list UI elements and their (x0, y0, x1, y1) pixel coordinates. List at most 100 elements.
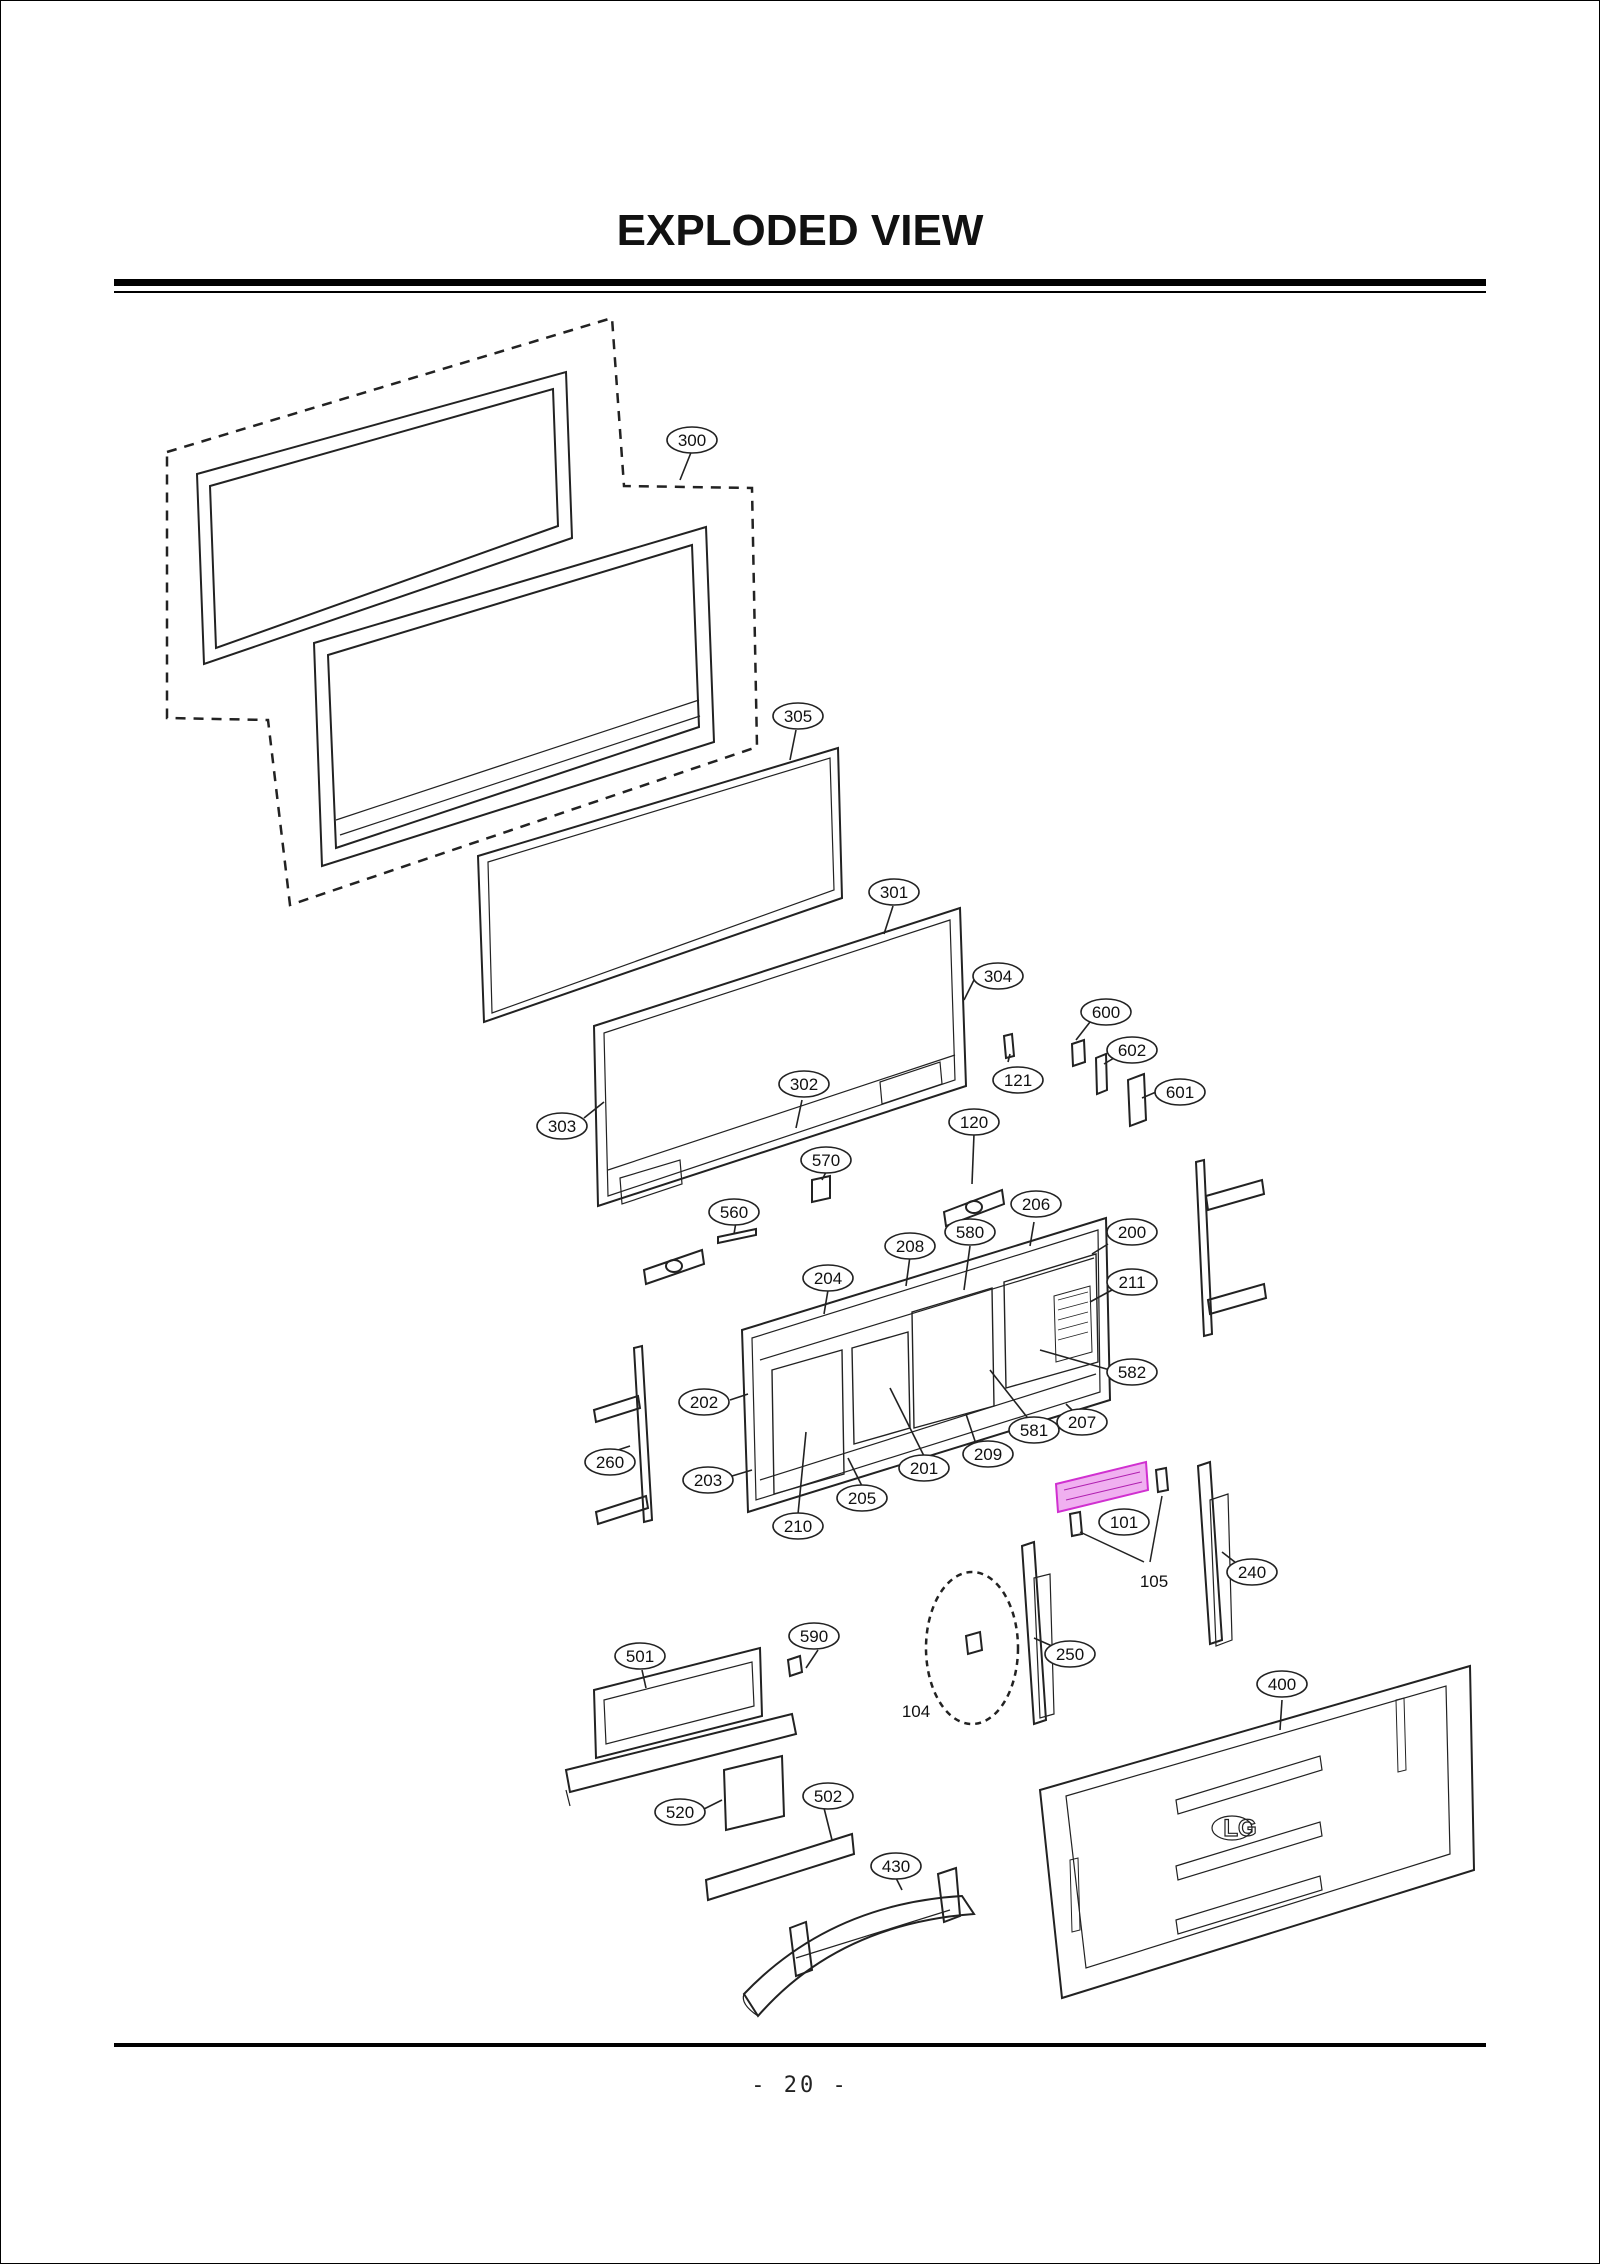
callout-label: 120 (960, 1113, 988, 1132)
part-101-highlight (1054, 1460, 1150, 1514)
callout-oval (898, 1454, 950, 1482)
callout-oval (944, 1218, 996, 1246)
callout-label: 305 (784, 707, 812, 726)
part-105 (1068, 1466, 1170, 1563)
callout-label: 304 (984, 967, 1012, 986)
callout-581: 581 (1008, 1416, 1060, 1444)
callout-oval (772, 1512, 824, 1540)
callout-label: 560 (720, 1203, 748, 1222)
callout-582: 582 (1106, 1358, 1158, 1386)
callout-label: 207 (1068, 1413, 1096, 1432)
callout-121: 121 (992, 1066, 1044, 1094)
callout-label: 121 (1004, 1071, 1032, 1090)
callout-label: 211 (1118, 1273, 1145, 1292)
callout-oval (1106, 1358, 1158, 1386)
callout-oval (1056, 1408, 1108, 1436)
callout-label: 101 (1110, 1513, 1138, 1532)
speaker-120-part (942, 1188, 1006, 1228)
callout-label: 430 (882, 1857, 910, 1876)
callout-oval (708, 1198, 760, 1226)
callout-label: 570 (812, 1151, 840, 1170)
footer-rule (114, 2043, 1486, 2047)
callout-label: 582 (1118, 1363, 1146, 1382)
callout-211: 211 (1106, 1268, 1158, 1296)
callout-oval (802, 1782, 854, 1810)
front-bezel-part (195, 370, 574, 666)
callout-oval (536, 1112, 588, 1140)
callout-430: 430 (870, 1852, 922, 1880)
callout-oval (682, 1466, 734, 1494)
callout-oval (1008, 1416, 1060, 1444)
callout-520: 520 (654, 1798, 706, 1826)
callout-oval (772, 702, 824, 730)
speaker-left-part (642, 1248, 706, 1286)
callout-560: 560 (708, 1198, 760, 1226)
callout-oval (870, 1852, 922, 1880)
bracket-right-upper-part (1194, 1158, 1268, 1338)
callout-oval (884, 1232, 936, 1260)
callout-400: 400 (1256, 1670, 1308, 1698)
callout-oval (972, 962, 1024, 990)
callout-oval (614, 1642, 666, 1670)
stand-501-part (564, 1646, 798, 1807)
callout-204: 204 (802, 1264, 854, 1292)
callout-250: 250 (1044, 1640, 1096, 1668)
bracket-260-part (592, 1344, 654, 1526)
callout-label: 250 (1056, 1645, 1084, 1664)
back-cover-400-part (1038, 1664, 1476, 2000)
front-frame-part (312, 525, 716, 868)
callout-label: 200 (1118, 1223, 1146, 1242)
callout-201: 201 (898, 1454, 950, 1482)
group-104-outline (924, 1570, 1020, 1726)
callout-label: 209 (974, 1445, 1002, 1464)
cable-121-part (1002, 1032, 1016, 1060)
callout-label: 602 (1118, 1041, 1146, 1060)
callout-oval (1080, 998, 1132, 1026)
callout-label: 303 (548, 1117, 576, 1136)
module-570-part (811, 1174, 831, 1204)
callout-207: 207 (1056, 1408, 1108, 1436)
callout-oval (788, 1622, 840, 1650)
callout-label: 590 (800, 1627, 828, 1646)
callout-oval (1226, 1558, 1278, 1586)
callout-label: 502 (814, 1787, 842, 1806)
bracket-601-part (1126, 1072, 1148, 1128)
callout-101: 101 (1098, 1508, 1150, 1536)
callout-oval (868, 878, 920, 906)
page-number: - 20 - (751, 2073, 849, 2098)
callout-502: 502 (802, 1782, 854, 1810)
callout-oval (584, 1448, 636, 1476)
callout-302: 302 (778, 1070, 830, 1098)
callout-label: 600 (1092, 1003, 1120, 1022)
callout-oval (800, 1146, 852, 1174)
bracket-240-part (1196, 1460, 1233, 1647)
display-module-part (592, 906, 968, 1208)
callout-label: 206 (1022, 1195, 1050, 1214)
callout-label: 210 (784, 1517, 812, 1536)
bracket-602-part (1094, 1052, 1109, 1096)
callout-label: 400 (1268, 1675, 1296, 1694)
callout-oval (654, 1798, 706, 1826)
page-title: EXPLODED VIEW (616, 206, 984, 255)
header-rule-thick (114, 279, 1486, 286)
part-104 (964, 1630, 984, 1656)
callout-label: 205 (848, 1489, 876, 1508)
callout-202: 202 (678, 1388, 730, 1416)
callout-oval (1098, 1508, 1150, 1536)
callout-oval (1256, 1670, 1308, 1698)
callout-205: 205 (836, 1484, 888, 1512)
callout-120: 120 (948, 1108, 1000, 1136)
callout-601: 601 (1154, 1078, 1206, 1106)
bracket-250-part (1020, 1540, 1055, 1726)
callout-206: 206 (1010, 1190, 1062, 1218)
callout-label: 501 (626, 1647, 654, 1666)
group-300-outline (165, 316, 759, 907)
callout-oval (962, 1440, 1014, 1468)
callout-208: 208 (884, 1232, 936, 1260)
header-rule-thin (114, 291, 1486, 293)
part-590 (786, 1654, 804, 1678)
callout-label: 302 (790, 1075, 818, 1094)
callout-label: 208 (896, 1237, 924, 1256)
bracket-600-part (1070, 1038, 1087, 1068)
